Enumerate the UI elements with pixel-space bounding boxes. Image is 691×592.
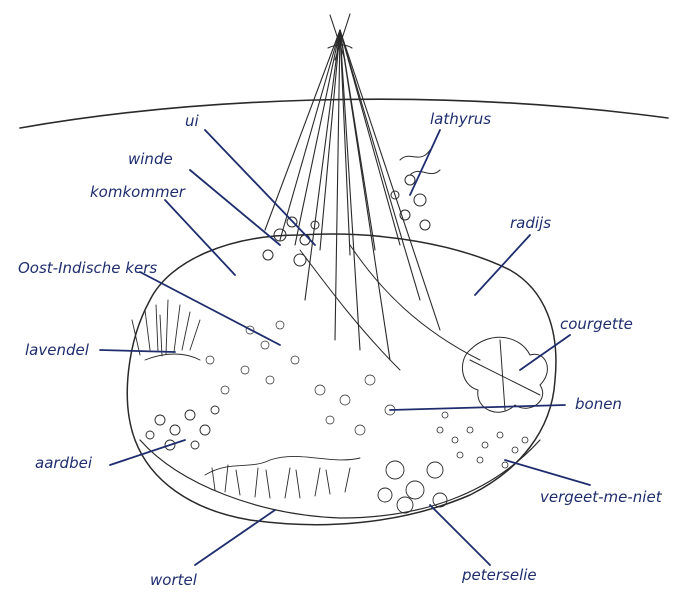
label-vergeet-me-niet: vergeet-me-niet [540,488,663,506]
label-lathyrus: lathyrus [430,110,491,128]
label-courgette: courgette [560,315,633,333]
courgette-plant [462,337,547,412]
bed-center-path [300,245,480,370]
label-wortel: wortel [150,571,198,589]
label-peterselie: peterselie [461,566,537,584]
bed-front-edge [140,440,540,518]
label-bonen: bonen [575,395,622,413]
label-aardbei: aardbei [35,454,93,472]
carrot-plants [205,456,360,498]
forget-me-not-plants [437,412,528,468]
strawberry-plants [146,406,219,450]
label-oost-indische-kers: Oost-Indische kers [18,259,157,277]
label-winde: winde [128,150,173,168]
label-komkommer: komkommer [90,183,186,201]
label-ui: ui [185,112,200,130]
label-radijs: radijs [510,214,551,232]
bed-texture [206,321,395,435]
label-lavendel: lavendel [25,341,90,359]
